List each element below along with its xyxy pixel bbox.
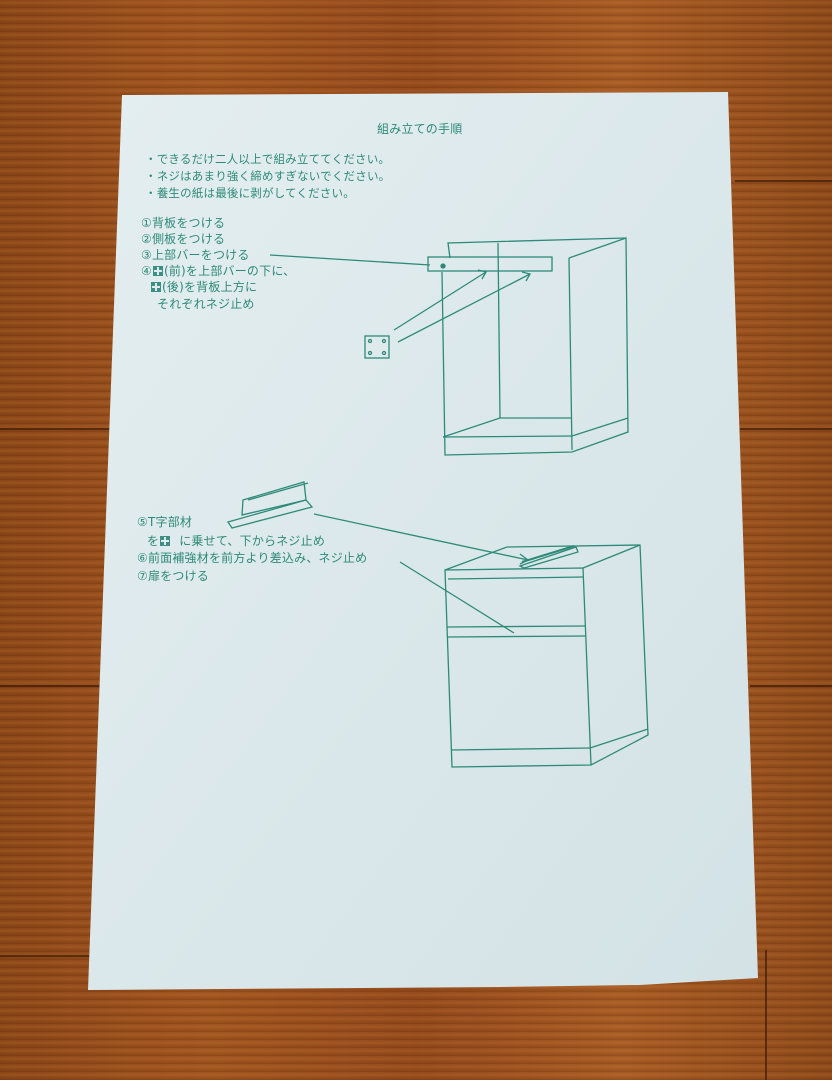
document-title: 組み立ての手順	[377, 122, 463, 136]
floor-seam	[750, 685, 832, 687]
step-4-line-3: それぞれネジ止め	[157, 297, 255, 311]
step-6: ⑥前面補強材を前方より差込み、ネジ止め	[137, 551, 368, 565]
step-2: ②側板をつける	[141, 232, 226, 246]
step-4-number: ④	[141, 264, 152, 278]
step-5-prefix: を	[147, 534, 160, 548]
step-5-line-2: を に乗せて、下からネジ止め	[147, 533, 325, 549]
cabinet-door-diagram	[444, 544, 649, 768]
bracket-icon	[151, 282, 161, 292]
cabinet-frame-diagram	[269, 237, 629, 456]
step-4-line-2: (後)を背板上方に	[150, 279, 257, 295]
step-1: ①背板をつける	[141, 216, 226, 230]
bracket-icon	[152, 266, 163, 276]
step-3: ③上部バーをつける	[141, 248, 250, 262]
step-4: ④ (前)を上部バーの下に、	[141, 263, 295, 279]
floor-seam	[740, 428, 832, 430]
step-4-text: (前)を上部バーの下に、	[163, 264, 296, 278]
bracket-icon	[160, 536, 171, 546]
step-5-text: に乗せて、下からネジ止め	[179, 534, 326, 548]
floor-seam	[735, 180, 832, 182]
note-1: ・できるだけ二人以上で組み立ててください。	[145, 152, 391, 166]
floor-seam	[765, 950, 767, 1080]
step-5: ⑤T字部材	[137, 515, 193, 529]
floor-seam	[0, 685, 120, 687]
step-7: ⑦扉をつける	[137, 569, 209, 583]
step-4-text-2: (後)を背板上方に	[162, 280, 258, 294]
floor-seam	[0, 428, 130, 430]
note-2: ・ネジはあまり強く締めすぎないでください。	[145, 169, 391, 183]
floor-seam	[0, 955, 90, 957]
note-3: ・養生の紙は最後に剥がしてください。	[145, 186, 355, 200]
